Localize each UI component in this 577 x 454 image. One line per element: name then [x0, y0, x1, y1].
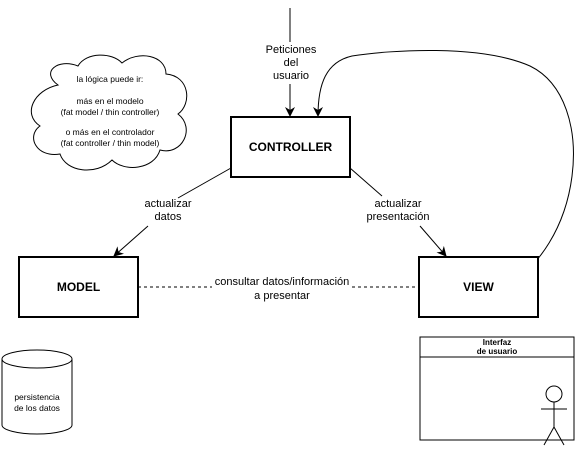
- model-label: MODEL: [57, 280, 100, 294]
- query-data-label-1: consultar datos/información: [215, 276, 350, 288]
- database-icon: persistencia de los datos: [1, 349, 73, 435]
- update-data-edge: actualizar datos: [113, 167, 232, 257]
- user-actor-icon: [541, 385, 567, 446]
- user-interface-title-2: de usuario: [477, 347, 518, 356]
- view-to-controller-loop: [313, 49, 574, 289]
- query-data-edge: consultar datos/información a presentar: [138, 276, 419, 302]
- update-data-label-2: datos: [155, 211, 182, 223]
- controller-label: CONTROLLER: [249, 140, 333, 154]
- view-node: VIEW: [418, 256, 539, 318]
- model-node: MODEL: [18, 256, 139, 318]
- update-presentation-edge: actualizar presentación: [349, 167, 447, 257]
- cloud-note-line-5: (fat controller / thin model): [61, 138, 160, 148]
- cloud-note-line-3: (fat model / thin controller): [61, 107, 160, 117]
- user-requests-edge: Peticiones del usuario: [266, 8, 317, 117]
- user-interface-title-1: Interfaz: [483, 338, 511, 347]
- user-requests-label-2: del: [284, 57, 299, 69]
- user-requests-label-3: usuario: [273, 70, 309, 82]
- cloud-note-line-2: más en el modelo: [76, 96, 143, 106]
- database-label-1: persistencia: [14, 392, 60, 402]
- cloud-note-line-1: la lógica puede ir:: [77, 74, 144, 84]
- database-label-2: de los datos: [14, 403, 60, 413]
- controller-node: CONTROLLER: [230, 116, 351, 178]
- query-data-label-2: a presentar: [254, 290, 310, 302]
- update-presentation-label-2: presentación: [367, 211, 430, 223]
- cloud-note: la lógica puede ir: más en el modelo (fa…: [30, 54, 188, 171]
- cloud-note-line-4: o más en el controlador: [66, 127, 155, 137]
- update-presentation-label-1: actualizar: [374, 198, 421, 210]
- update-data-label-1: actualizar: [144, 198, 191, 210]
- view-label: VIEW: [463, 280, 494, 294]
- user-requests-label-1: Peticiones: [266, 44, 317, 56]
